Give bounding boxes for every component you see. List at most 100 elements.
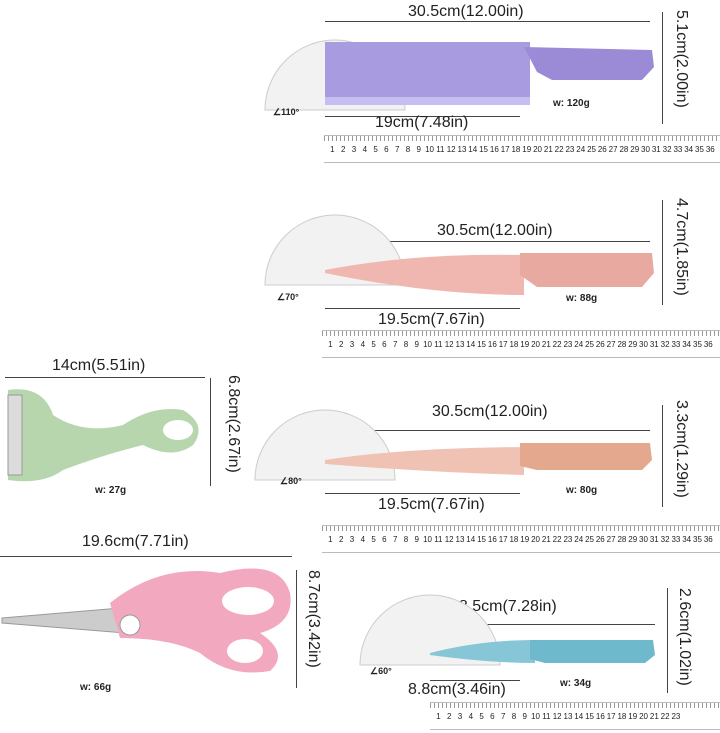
ruler-tick-label: 8 bbox=[405, 144, 411, 154]
knife2-angle: ∠70° bbox=[277, 292, 299, 302]
ruler-tick-label: 32 bbox=[660, 534, 670, 544]
ruler-tick-label: 9 bbox=[414, 339, 419, 349]
ruler-tick-label: 17 bbox=[606, 711, 616, 721]
peeler-length: 14cm(5.51in) bbox=[52, 357, 146, 374]
ruler-tick-label: 23 bbox=[565, 144, 575, 154]
knife2-length: 30.5cm(12.00in) bbox=[437, 222, 553, 239]
ruler-tick-label: 6 bbox=[490, 711, 495, 721]
ruler-tick-label: 2 bbox=[340, 144, 346, 154]
knife3-weight: w: 80g bbox=[566, 485, 598, 496]
ruler-tick-label: 19 bbox=[520, 534, 530, 544]
ruler-tick-label: 21 bbox=[649, 711, 659, 721]
ruler-tick-label: 4 bbox=[360, 534, 366, 544]
ruler-tick-label: 18 bbox=[511, 144, 521, 154]
ruler-tick-label: 19 bbox=[628, 711, 638, 721]
ruler-tick-label: 10 bbox=[423, 339, 433, 349]
ruler-tick-label: 25 bbox=[585, 534, 594, 544]
ruler-tick-label: 24 bbox=[574, 339, 584, 349]
ruler-tick-label: 4 bbox=[468, 711, 474, 721]
ruler-tick-label: 20 bbox=[639, 711, 648, 721]
ruler-tick-label: 18 bbox=[509, 534, 519, 544]
scissors-weight: w: 66g bbox=[80, 682, 112, 693]
knife1-blade: 19cm(7.48in) bbox=[375, 114, 469, 131]
knife4-weight: w: 34g bbox=[560, 678, 592, 689]
knife4-length: 18.5cm(7.28in) bbox=[450, 598, 557, 615]
ruler-tick-label: 20 bbox=[531, 339, 540, 349]
ruler-tick-label: 33 bbox=[671, 339, 681, 349]
knife3-length-line bbox=[325, 430, 650, 431]
ruler-tick-label: 14 bbox=[574, 711, 584, 721]
ruler-tick-label: 36 bbox=[703, 534, 713, 544]
knife3-width: 3.3cm(1.29in) bbox=[673, 400, 690, 498]
ruler-tick-label: 5 bbox=[479, 711, 484, 721]
knife2-length-line bbox=[325, 241, 650, 242]
scissors-length-line bbox=[0, 556, 292, 557]
ruler-tick-label: 20 bbox=[531, 534, 540, 544]
ruler-tick-label: 5 bbox=[371, 339, 376, 349]
ruler-tick-label: 23 bbox=[671, 711, 681, 721]
ruler-tick-label: 23 bbox=[563, 339, 573, 349]
knife1-width: 5.1cm(2.00in) bbox=[673, 10, 690, 108]
scissors-length: 19.6cm(7.71in) bbox=[82, 533, 189, 550]
ruler-tick-label: 33 bbox=[671, 534, 681, 544]
knife2-width-line bbox=[662, 200, 663, 305]
ruler-tick-label: 30 bbox=[641, 144, 650, 154]
ruler-tick-label: 22 bbox=[552, 534, 562, 544]
ruler-tick-label: 6 bbox=[382, 534, 387, 544]
ruler-tick-label: 1 bbox=[436, 711, 441, 721]
ruler-tick-label: 24 bbox=[574, 534, 584, 544]
knife2-blade-line bbox=[325, 308, 520, 309]
ruler-tick-label: 17 bbox=[498, 534, 508, 544]
chef-knife-image bbox=[264, 214, 654, 295]
ruler-tick-label: 22 bbox=[552, 339, 562, 349]
knife1-blade-line bbox=[325, 116, 520, 117]
ruler-tick-label: 14 bbox=[466, 339, 476, 349]
cleaver-knife-image bbox=[264, 39, 654, 111]
ruler-tick-label: 34 bbox=[682, 534, 692, 544]
ruler-tick-label: 8 bbox=[403, 534, 409, 544]
ruler-tick-label: 34 bbox=[682, 339, 692, 349]
ruler-tick-label: 8 bbox=[403, 339, 409, 349]
ruler-tick-label: 29 bbox=[628, 339, 638, 349]
ruler-tick-label: 15 bbox=[477, 339, 486, 349]
ruler-tick-label: 3 bbox=[457, 711, 463, 721]
ruler-tick-label: 4 bbox=[362, 144, 368, 154]
ruler-tick-label: 7 bbox=[392, 339, 398, 349]
ruler-tick-label: 11 bbox=[434, 534, 443, 544]
ruler-tick-label: 9 bbox=[416, 144, 421, 154]
ruler-tick-label: 7 bbox=[392, 534, 398, 544]
knife1-weight: w: 120g bbox=[553, 98, 590, 109]
ruler-tick-label: 3 bbox=[349, 534, 355, 544]
knife3-angle: ∠80° bbox=[280, 476, 302, 486]
scissors-image bbox=[1, 568, 291, 673]
ruler-tick-label: 3 bbox=[351, 144, 357, 154]
ruler-tick-label: 29 bbox=[628, 534, 638, 544]
ruler-tick-label: 11 bbox=[436, 144, 445, 154]
ruler-tick-label: 36 bbox=[705, 144, 715, 154]
knife2-width: 4.7cm(1.85in) bbox=[673, 198, 690, 296]
ruler-tick-label: 16 bbox=[487, 534, 497, 544]
ruler-tick-label: 18 bbox=[617, 711, 627, 721]
ruler-tick-label: 26 bbox=[595, 534, 605, 544]
knife1-length: 30.5cm(12.00in) bbox=[408, 3, 524, 20]
ruler-tick-label: 16 bbox=[487, 339, 497, 349]
ruler-tick-label: 22 bbox=[554, 144, 564, 154]
ruler-tick-label: 27 bbox=[606, 534, 616, 544]
ruler-tick-label: 15 bbox=[477, 534, 486, 544]
ruler-tick-label: 21 bbox=[543, 144, 553, 154]
ruler-tick-label: 24 bbox=[576, 144, 586, 154]
knife1-width-line bbox=[662, 12, 663, 124]
ruler-tick-label: 32 bbox=[662, 144, 672, 154]
knife3-blade: 19.5cm(7.67in) bbox=[378, 496, 485, 513]
knife1-angle: ∠110° bbox=[273, 107, 300, 117]
ruler-tick-label: 32 bbox=[660, 339, 670, 349]
ruler-tick-label: 1 bbox=[330, 144, 335, 154]
ruler-tick-label: 2 bbox=[446, 711, 452, 721]
ruler-tick-label: 27 bbox=[608, 144, 618, 154]
ruler-tick-label: 35 bbox=[695, 144, 704, 154]
ruler-tick-label: 7 bbox=[394, 144, 400, 154]
ruler-tick-label: 26 bbox=[595, 339, 605, 349]
